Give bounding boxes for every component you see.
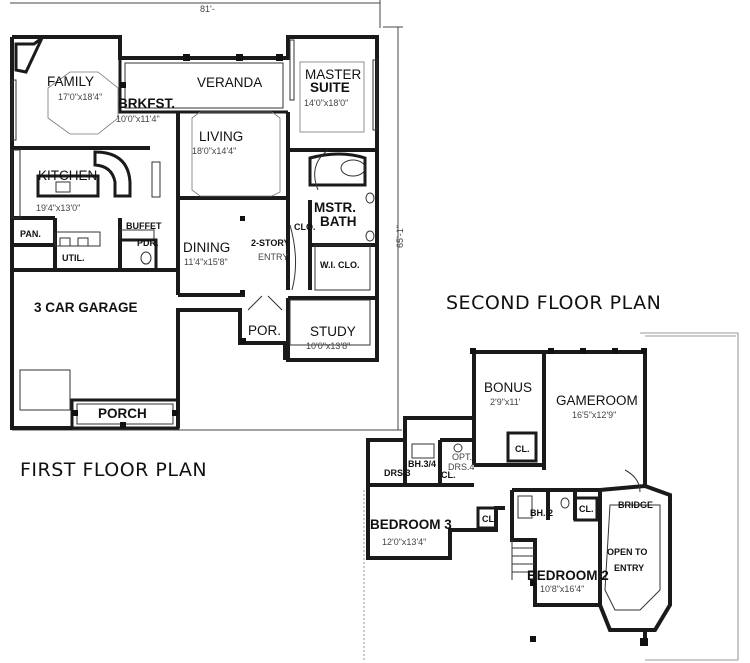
pantry: PAN.	[20, 229, 41, 239]
powder-room: PDR.	[137, 238, 159, 248]
room-entry: 2-STORY	[251, 238, 290, 248]
room-kitchen: KITCHEN	[38, 168, 97, 183]
closet: CLO.	[294, 222, 316, 232]
svg-text:SUITE: SUITE	[310, 80, 350, 95]
closet-hall: CL.	[441, 470, 456, 480]
first-floor-plan: FAMILY 17'0"x18'4" BRKFST. 10'0"x11'4" V…	[10, 0, 405, 481]
bath-3-4: BH.3/4	[408, 459, 436, 469]
svg-text:16'5"x12'9": 16'5"x12'9"	[572, 410, 616, 420]
room-garage: 3 CAR GARAGE	[34, 300, 138, 315]
room-master-bath: MSTR.	[314, 200, 356, 215]
columns	[72, 54, 283, 428]
second-floor-title: SECOND FLOOR PLAN	[446, 292, 661, 314]
svg-text:2'9"x11': 2'9"x11'	[490, 397, 521, 407]
walk-in-closet: W.I. CLO.	[320, 260, 360, 270]
room-bedroom-2: BEDROOM 2	[527, 568, 609, 583]
svg-text:18'0"x14'4": 18'0"x14'4"	[192, 146, 236, 156]
svg-text:ENTRY: ENTRY	[614, 563, 644, 573]
room-master-suite: MASTER	[305, 67, 362, 82]
master-tub	[308, 152, 367, 187]
room-dining: DINING	[183, 240, 230, 255]
depth-dimension: 65'-1"	[395, 225, 405, 248]
optional-dresser-4: OPT.	[452, 452, 472, 462]
room-gameroom: GAMEROOM	[556, 393, 638, 408]
room-bonus: BONUS	[484, 380, 532, 395]
first-floor-title: FIRST FLOOR PLAN	[20, 459, 207, 481]
dresser-3: DRS.3	[384, 468, 411, 478]
kitchen-bar	[93, 150, 132, 198]
svg-text:11'4"x15'8": 11'4"x15'8"	[184, 257, 228, 267]
fireplace	[14, 36, 44, 74]
svg-text:19'4"x13'0": 19'4"x13'0"	[36, 203, 80, 213]
svg-text:10'0"x13'8": 10'0"x13'8"	[306, 341, 350, 351]
room-study: STUDY	[310, 324, 356, 339]
svg-text:ENTRY: ENTRY	[258, 252, 288, 262]
closet-bonus: CL.	[515, 444, 530, 454]
svg-text:17'0"x18'4": 17'0"x18'4"	[58, 92, 102, 102]
utility: UTIL.	[62, 253, 85, 263]
room-porch-front: POR.	[248, 323, 281, 338]
open-to-entry: OPEN TO	[607, 547, 647, 557]
svg-text:14'0"x18'0": 14'0"x18'0"	[304, 98, 348, 108]
svg-text:DRS.4: DRS.4	[448, 462, 475, 472]
stairs	[511, 540, 535, 580]
room-family: FAMILY	[47, 74, 94, 89]
second-floor-plan: SECOND FLOOR PLAN BONUS 2'9"x11' GAMEROO…	[363, 292, 739, 661]
room-veranda: VERANDA	[197, 75, 262, 90]
width-dimension: 81'-	[200, 4, 215, 14]
bath-2: BH. 2	[530, 508, 553, 518]
bridge: BRIDGE	[618, 500, 653, 510]
room-living: LIVING	[199, 129, 243, 144]
buffet: BUFFET	[126, 221, 162, 231]
room-bedroom-3: BEDROOM 3	[370, 517, 452, 532]
kitchen-island	[36, 174, 100, 198]
svg-text:10'8"x16'4": 10'8"x16'4"	[540, 584, 584, 594]
closet-bedroom-3: CL.	[482, 514, 497, 524]
svg-text:12'0"x13'4": 12'0"x13'4"	[382, 537, 426, 547]
room-breakfast: BRKFST.	[118, 96, 175, 111]
closet-bedroom-2: CL.	[579, 504, 594, 514]
svg-text:BATH: BATH	[320, 214, 357, 229]
svg-text:10'0"x11'4": 10'0"x11'4"	[116, 114, 160, 124]
room-porch: PORCH	[98, 406, 147, 421]
